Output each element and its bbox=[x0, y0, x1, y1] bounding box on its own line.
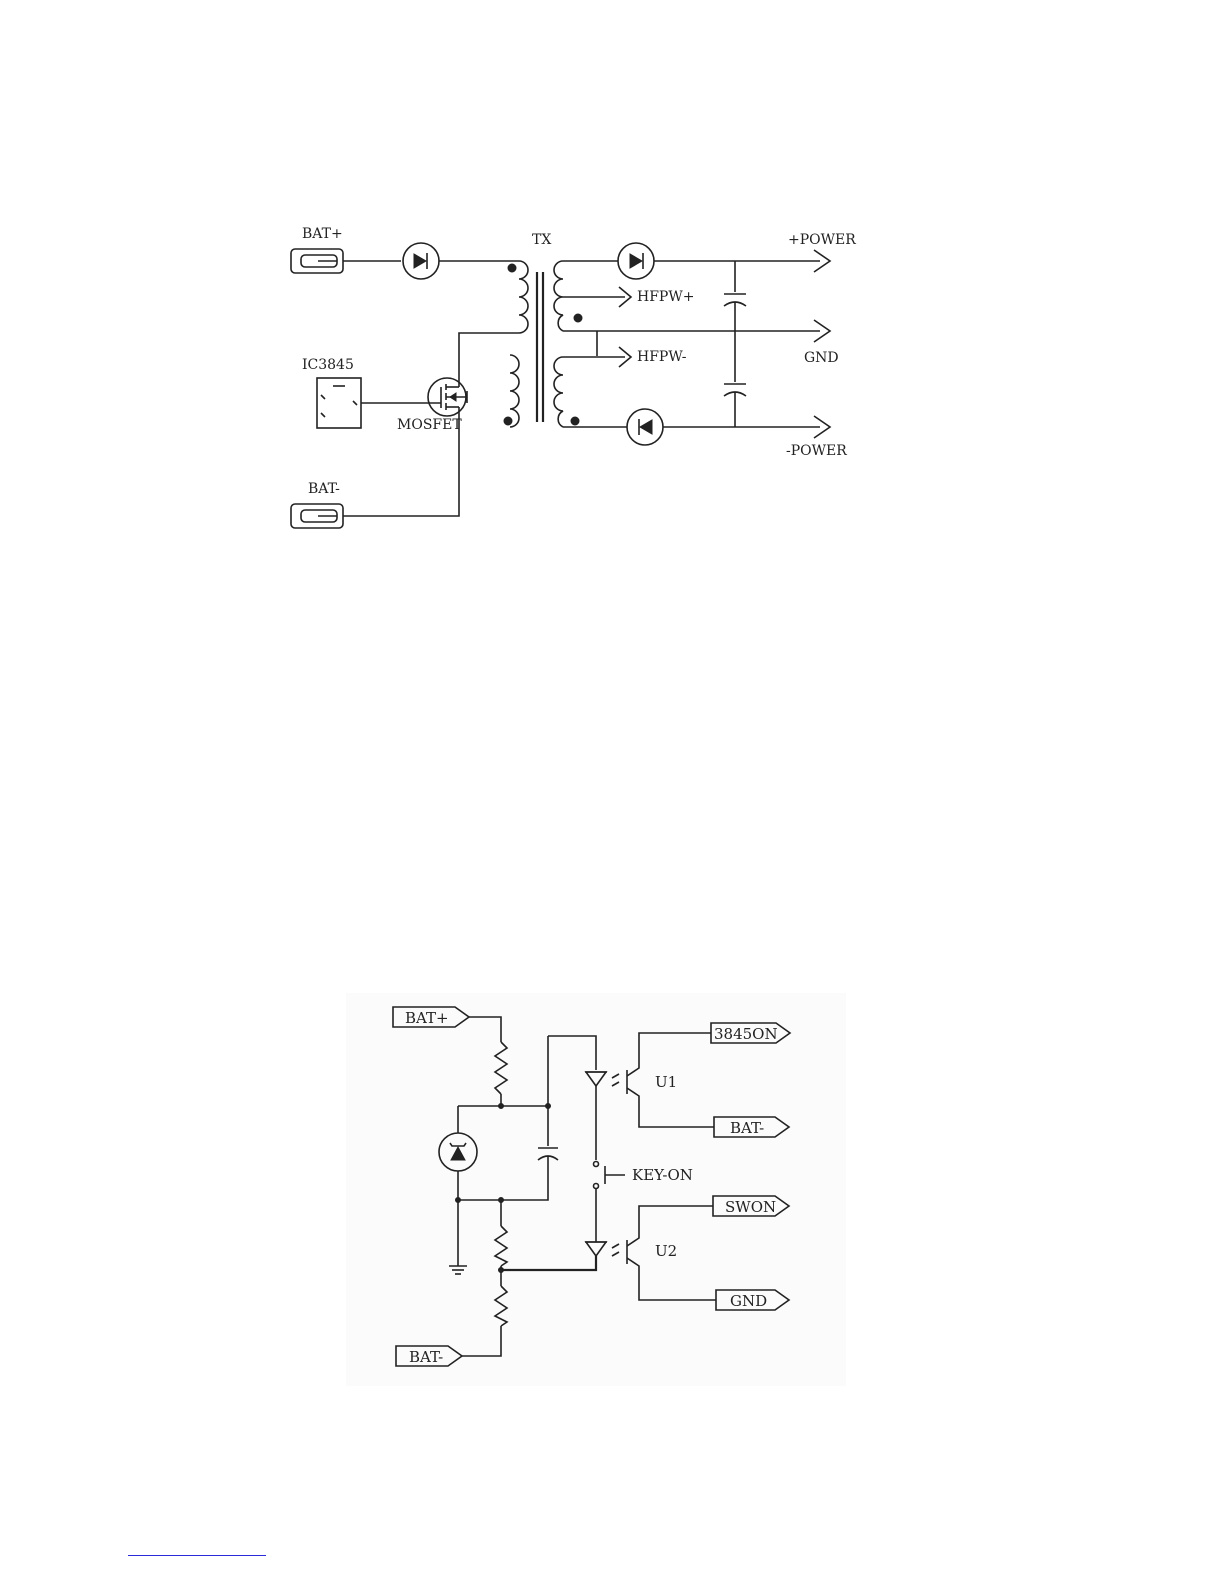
key-on-schematic: BAT+ bbox=[346, 993, 846, 1386]
dot-marker bbox=[508, 264, 516, 272]
mosfet-switch bbox=[428, 378, 467, 416]
auxiliary-winding bbox=[510, 355, 519, 427]
secondary-winding-lower bbox=[554, 357, 563, 427]
controller-ic bbox=[317, 378, 361, 428]
bat-minus-connector bbox=[291, 504, 343, 528]
key-on-label: KEY-ON bbox=[632, 1166, 693, 1184]
opto-u1-label: U1 bbox=[655, 1073, 677, 1091]
input-diode bbox=[403, 243, 439, 279]
dot-marker bbox=[571, 417, 579, 425]
tag-bat-minus-text: BAT- bbox=[409, 1348, 443, 1366]
primary-winding bbox=[519, 261, 528, 333]
hfpw-plus-label: HFPW+ bbox=[637, 289, 694, 305]
tag-bat-minus-out-text: BAT- bbox=[730, 1119, 764, 1137]
dot-marker bbox=[574, 314, 582, 322]
bat-plus-connector bbox=[291, 249, 343, 273]
mosfet-label: MOSFET bbox=[397, 417, 462, 433]
output-diode-negative bbox=[627, 409, 663, 445]
tag-3845on-text: 3845ON bbox=[714, 1025, 778, 1043]
tag-swon-text: SWON bbox=[725, 1198, 776, 1216]
tag-bat-plus-text: BAT+ bbox=[405, 1009, 449, 1027]
gnd-out-label: GND bbox=[804, 350, 839, 366]
footnote-separator bbox=[128, 1555, 266, 1556]
positive-power-label: +POWER bbox=[788, 232, 856, 248]
bat-plus-label: BAT+ bbox=[302, 226, 343, 242]
dot-marker bbox=[504, 417, 512, 425]
flyback-converter-schematic: BAT+ BAT- TX bbox=[291, 226, 856, 528]
controller-label: IC3845 bbox=[302, 357, 354, 373]
secondary-winding-upper bbox=[554, 261, 563, 331]
tag-gnd-text: GND bbox=[730, 1292, 767, 1310]
bat-minus-label: BAT- bbox=[308, 481, 340, 497]
negative-power-label: -POWER bbox=[786, 443, 847, 459]
junction bbox=[499, 1104, 504, 1109]
junction bbox=[499, 1198, 504, 1203]
output-diode-positive bbox=[618, 243, 654, 279]
transformer-label: TX bbox=[532, 232, 551, 248]
hfpw-minus-label: HFPW- bbox=[637, 349, 687, 365]
opto-u2-label: U2 bbox=[655, 1242, 677, 1260]
